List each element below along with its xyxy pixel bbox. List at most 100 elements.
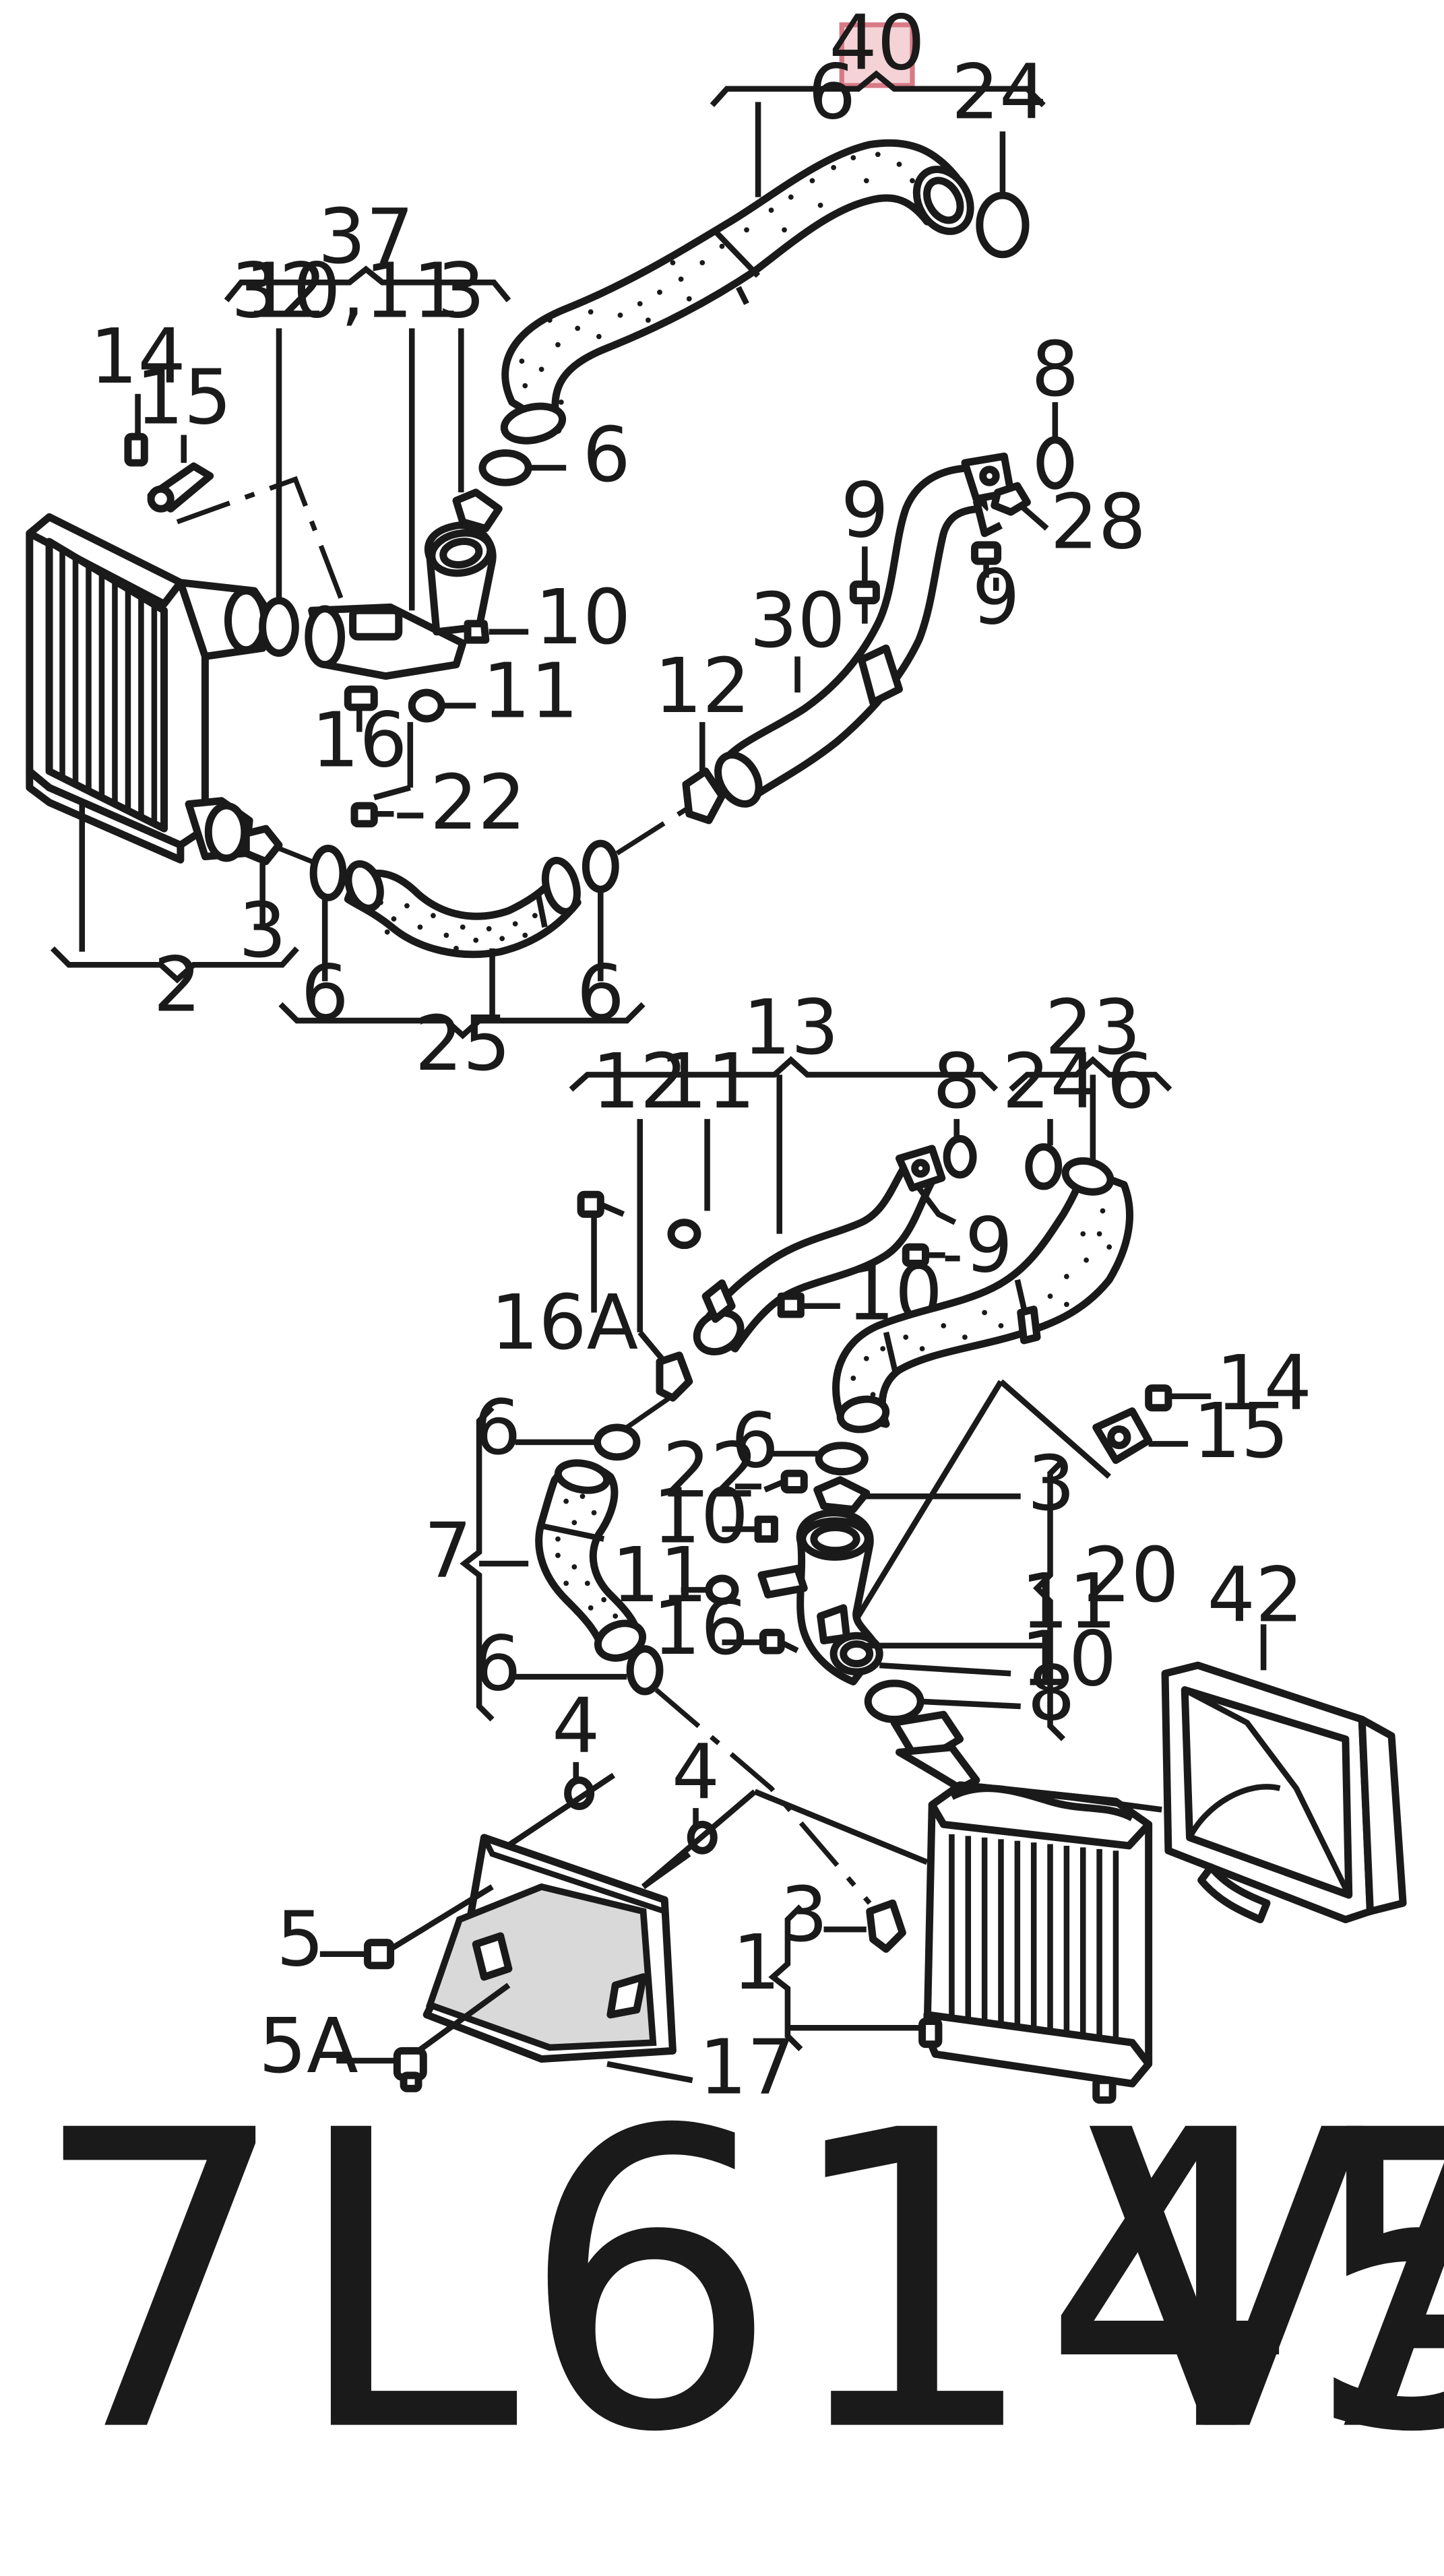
callout-14-a: 14 xyxy=(90,313,186,401)
callout-16-a: 16 xyxy=(311,697,408,785)
callout-4-a: 4 xyxy=(552,1683,600,1770)
callout-7: 7 xyxy=(424,1508,472,1595)
callout-6-d: 6 xyxy=(577,950,625,1037)
line-42-ic xyxy=(1000,1785,1162,1813)
callout-12-b: 12 xyxy=(592,1038,688,1126)
nut-28 xyxy=(991,482,1031,516)
bracket-1 xyxy=(768,1904,803,2051)
callout-6-c: 6 xyxy=(301,950,349,1037)
callout-10-c: 10 xyxy=(653,1473,749,1560)
elbow-adapter-upper xyxy=(305,521,497,680)
callout-15-a: 15 xyxy=(135,354,232,442)
callout-9-b: 9 xyxy=(972,554,1020,642)
clip-3-c xyxy=(813,1476,871,1514)
callout-6-e: 6 xyxy=(1106,1038,1154,1126)
line-sensor-b-2 xyxy=(850,1380,1004,1626)
callout-6-b: 6 xyxy=(583,412,631,499)
o-ring-6-g xyxy=(626,1645,664,1696)
clip-12-b xyxy=(656,1351,693,1402)
callout-15-b: 15 xyxy=(1193,1388,1289,1475)
bracket-40 xyxy=(710,70,1046,108)
callout-14-b: 14 xyxy=(1216,1340,1313,1427)
bolt-16-a xyxy=(344,685,378,732)
clip-3-a xyxy=(452,488,503,532)
o-ring-6-c xyxy=(309,844,347,901)
callout-8-a: 8 xyxy=(1031,326,1079,414)
callout-6-h: 6 xyxy=(731,1397,779,1485)
line-4a-panel xyxy=(499,1772,616,1853)
intercooler-right xyxy=(890,1710,1153,2104)
pressure-sensor-b xyxy=(1092,1384,1172,1464)
o-ring-8-b xyxy=(943,1134,977,1179)
air-guide-17 xyxy=(422,1834,677,2063)
callout-24-b: 24 xyxy=(1002,1038,1098,1126)
callout-28: 28 xyxy=(1050,479,1147,567)
callout-20: 20 xyxy=(1083,1532,1179,1619)
bolt-9-b xyxy=(971,541,1002,578)
o-ring-8-a xyxy=(1036,436,1074,490)
line-panel-ic xyxy=(641,1789,757,1890)
leader-11-a-down2 xyxy=(373,785,411,800)
callout-22-a: 22 xyxy=(430,759,526,847)
bolt-9-c xyxy=(902,1243,945,1267)
dash-sensor-a xyxy=(176,476,344,600)
dash-hose-30 xyxy=(615,805,691,856)
intercooler-left xyxy=(26,513,275,864)
callout-6-f: 6 xyxy=(473,1384,521,1472)
o-ring-32 xyxy=(259,597,299,657)
nut-11-b xyxy=(667,1219,701,1250)
callout-6-a: 6 xyxy=(808,49,856,137)
o-ring-6-h xyxy=(815,1442,869,1476)
callout-42: 42 xyxy=(1207,1551,1304,1639)
clip-12-a xyxy=(682,767,726,825)
bolt-5 xyxy=(364,1884,494,1970)
callout-4-b: 4 xyxy=(672,1729,720,1816)
fan-shroud-42 xyxy=(1161,1661,1407,1924)
leader-12-b-tip xyxy=(637,1330,667,1364)
callout-16A: 16A xyxy=(491,1279,638,1367)
charge-pipe-30 xyxy=(714,452,1015,808)
charge-hose-23 xyxy=(832,1157,1133,1434)
callout-8-b: 8 xyxy=(933,1038,980,1126)
bracket-25 xyxy=(278,1002,646,1039)
callout-11-c: 11 xyxy=(612,1532,708,1619)
callout-5A: 5A xyxy=(259,2003,358,2090)
leader-28 xyxy=(1018,503,1049,531)
callout-10-d: 10 xyxy=(1021,1615,1117,1703)
line-sensor-b-1 xyxy=(999,1379,1112,1479)
leader-8-c xyxy=(918,1698,1021,1710)
callout-9-c: 9 xyxy=(965,1202,1013,1290)
nut-11-a xyxy=(408,688,445,723)
o-ring-6-b xyxy=(478,449,532,486)
dash-hose-7 xyxy=(654,1687,872,1905)
callout-6-g: 6 xyxy=(473,1621,521,1708)
callout-11-a: 11 xyxy=(482,648,579,736)
callout-3-a: 3 xyxy=(437,247,485,335)
bolt-9-a xyxy=(849,580,880,624)
part-number: 7L6145980C xyxy=(30,2044,1444,2522)
bracket-37 xyxy=(224,265,511,302)
callout-2: 2 xyxy=(153,941,201,1029)
nut-11-c xyxy=(705,1574,739,1605)
callout-1: 1 xyxy=(732,1919,780,2007)
callout-25: 25 xyxy=(414,1000,511,1088)
bracket-23 xyxy=(1009,1056,1172,1092)
callout-30: 30 xyxy=(749,577,846,665)
bolt-22-a xyxy=(350,802,394,828)
o-ring-24-b xyxy=(1025,1143,1063,1190)
dash-lower-left xyxy=(278,845,313,864)
line-panel-ic-2 xyxy=(753,1789,929,1865)
leader-17 xyxy=(606,2061,693,2084)
callout-16-b: 16 xyxy=(653,1584,749,1672)
bolt-5A xyxy=(393,1983,511,2092)
callout-10-11-a: 10,11 xyxy=(245,247,461,335)
dash-12b xyxy=(625,1396,671,1429)
callout-10-a: 10 xyxy=(535,574,631,662)
charge-pipe-13 xyxy=(693,1145,957,1356)
o-ring-6-d xyxy=(582,839,619,893)
bolt-16A xyxy=(577,1190,625,1218)
brand-name: VAG xyxy=(1086,2044,1444,2522)
bracket-7 xyxy=(460,1405,495,1722)
callout-11-d: 11 xyxy=(1021,1558,1117,1646)
o-ring-6-f xyxy=(593,1423,641,1461)
